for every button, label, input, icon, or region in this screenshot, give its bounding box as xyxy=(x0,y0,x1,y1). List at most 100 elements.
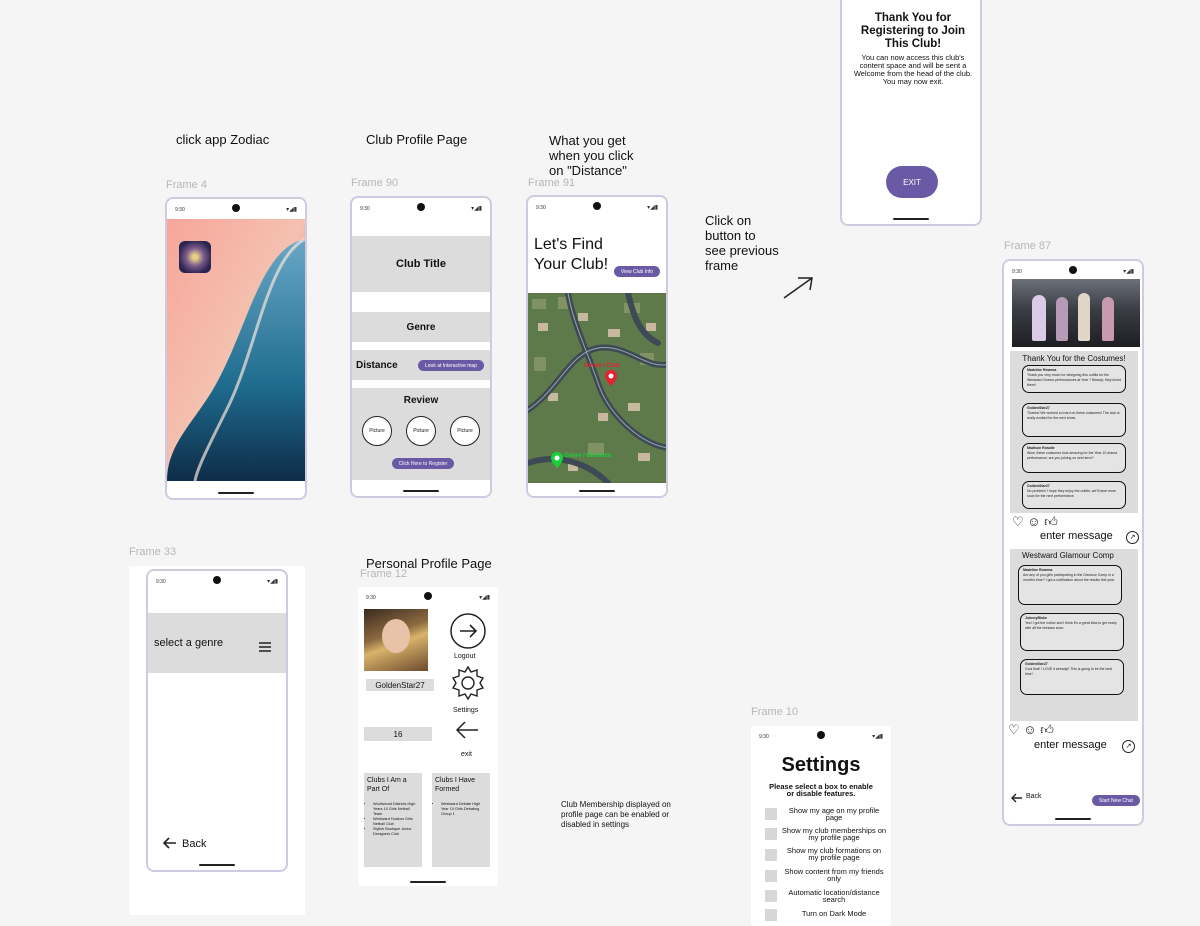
option-checkbox[interactable] xyxy=(765,870,777,882)
frame-label: Frame 90 xyxy=(351,177,399,189)
enter-message-input[interactable]: enter message xyxy=(1034,739,1107,751)
home-screen-frame: 9:30▾◢▮ xyxy=(165,197,307,500)
location-pin-icon[interactable] xyxy=(604,369,618,387)
status-time: 9:30 xyxy=(360,206,370,212)
back-button[interactable]: Back xyxy=(182,838,207,850)
camera-dot xyxy=(232,204,240,212)
aerial-map[interactable] xyxy=(528,293,666,483)
register-button[interactable]: Click Here to Register xyxy=(392,458,454,469)
signal-icon: ▾◢▮ xyxy=(647,205,658,211)
note-distance: What you get when you click on "Distance… xyxy=(549,133,634,178)
post-2-title: Westward Glamour Comp xyxy=(1022,551,1114,560)
camera-dot xyxy=(817,731,825,739)
message-text: No problem! I hope they enjoy the outfit… xyxy=(1027,489,1116,498)
picture-circle[interactable]: Picture xyxy=(362,416,392,446)
settings-label[interactable]: Settings xyxy=(453,707,479,714)
clubs-part-of-box: Clubs I Am a Part Of Wodhwood Districts … xyxy=(364,773,422,867)
list-item[interactable]: Stylish Boutique Junior Designers Club xyxy=(373,827,419,837)
camera-dot xyxy=(213,576,221,584)
settings-frame: 9:30▾◢▮ Settings Please select a box to … xyxy=(751,726,891,926)
camera-dot xyxy=(417,203,425,211)
clubs-formed-list: Westward Debate High Year 10 Girls Debat… xyxy=(441,802,487,817)
club-profile-frame: 9:30▾◢▮ Club Title Genre Distance Look a… xyxy=(350,196,492,498)
location-pin-icon[interactable] xyxy=(550,451,564,469)
message-user: Madeline Rowena xyxy=(1027,368,1057,372)
smile-icon[interactable]: ☺ xyxy=(1023,722,1037,737)
list-item[interactable]: Westward Debate High Year 10 Girls Debat… xyxy=(441,802,487,817)
enter-message-input[interactable]: enter message xyxy=(1040,530,1113,542)
frame-label: Frame 12 xyxy=(360,568,408,580)
reaction-icons: ♡ ☺ 👍︎ xyxy=(1008,723,1054,736)
note-click-button: Click on button to see previous frame xyxy=(705,213,779,273)
status-time: 9:30 xyxy=(536,205,546,211)
photo-figure xyxy=(1078,293,1090,341)
home-indicator xyxy=(893,218,929,220)
select-genre-frame: 9:30▾◢▮ select a genre Back xyxy=(146,569,288,872)
note-club-profile: Club Profile Page xyxy=(366,132,468,147)
picture-circle[interactable]: Picture xyxy=(406,416,436,446)
exit-label[interactable]: exit xyxy=(461,751,472,758)
start-new-chat-button[interactable]: Start New Chat xyxy=(1092,795,1140,806)
smile-icon[interactable]: ☺ xyxy=(1027,514,1041,529)
settings-subtitle: Please select a box to enable or disable… xyxy=(769,782,873,798)
option-checkbox[interactable] xyxy=(765,909,777,921)
status-time: 9:30 xyxy=(156,579,166,585)
picture-circle[interactable]: Picture xyxy=(450,416,480,446)
send-icon[interactable]: ↗ xyxy=(1122,740,1135,753)
exit-button[interactable]: EXIT xyxy=(886,166,938,198)
logout-icon[interactable] xyxy=(450,613,486,649)
exit-arrow-icon[interactable] xyxy=(454,719,480,741)
thank-you-body: You can now access this club's content s… xyxy=(853,53,973,86)
username: GoldenStar27 xyxy=(366,679,434,691)
option-checkbox[interactable] xyxy=(765,828,777,840)
camera-dot xyxy=(593,202,601,210)
distance-label[interactable]: Distance xyxy=(356,360,398,371)
message-text: Thank you very much for designing this o… xyxy=(1027,373,1121,387)
photo-figure xyxy=(1056,297,1068,341)
pin-label: Genre / Distance xyxy=(564,453,612,459)
zodiac-app-icon[interactable] xyxy=(179,241,211,273)
thumbs-up-icon[interactable]: 👍︎ xyxy=(1040,722,1054,737)
frame-label: Frame 33 xyxy=(129,546,177,558)
thank-you-frame: Thank You for Registering to Join This C… xyxy=(840,0,982,226)
select-genre-label[interactable]: select a genre xyxy=(154,637,224,649)
settings-title: Settings xyxy=(781,754,861,776)
gear-icon[interactable] xyxy=(450,665,486,701)
reaction-icons: ♡ ☺ 👍︎ xyxy=(1012,515,1058,528)
back-button[interactable]: Back xyxy=(1026,793,1042,800)
logout-label[interactable]: Logout xyxy=(454,653,476,660)
heart-icon[interactable]: ♡ xyxy=(1008,722,1020,737)
interactive-map-button[interactable]: Look at Interactive map xyxy=(418,360,484,371)
heart-icon[interactable]: ♡ xyxy=(1012,514,1024,529)
personal-profile-frame: 9:30▾◢▮ GoldenStar27 16 Logout Settings … xyxy=(358,587,498,886)
view-club-info-button[interactable]: View Club Info xyxy=(614,266,660,277)
message-user: Madeline Rowena xyxy=(1023,568,1053,572)
back-arrow-icon[interactable] xyxy=(162,836,178,850)
thank-you-title: Thank You for Registering to Join This C… xyxy=(860,12,966,50)
list-item[interactable]: Wodhwood Districts High Years 10 Girls N… xyxy=(373,802,419,817)
thumbs-up-icon[interactable]: 👍︎ xyxy=(1044,514,1058,529)
home-indicator xyxy=(1055,818,1091,820)
pin-label: Genre / Club xyxy=(584,363,620,369)
find-club-frame: 9:30▾◢▮ Let's Find Your Club! View Club … xyxy=(526,195,668,498)
message-user: GoldenStar27 xyxy=(1027,484,1050,488)
list-item[interactable]: Westward Hudson Girls Netball Club xyxy=(373,817,419,827)
option-checkbox[interactable] xyxy=(765,808,777,820)
status-time: 9:30 xyxy=(1012,269,1022,275)
back-arrow-icon[interactable] xyxy=(1010,792,1024,804)
message-text: Are any of you girls participating in th… xyxy=(1023,573,1115,582)
menu-icon[interactable] xyxy=(258,641,272,653)
note-membership: Club Membership displayed on profile pag… xyxy=(561,800,671,829)
send-icon[interactable]: ↗ xyxy=(1126,531,1139,544)
photo-figure xyxy=(1102,297,1114,341)
option-checkbox[interactable] xyxy=(765,890,777,902)
option-checkbox[interactable] xyxy=(765,849,777,861)
clubs-part-of-title: Clubs I Am a Part Of xyxy=(367,777,407,793)
